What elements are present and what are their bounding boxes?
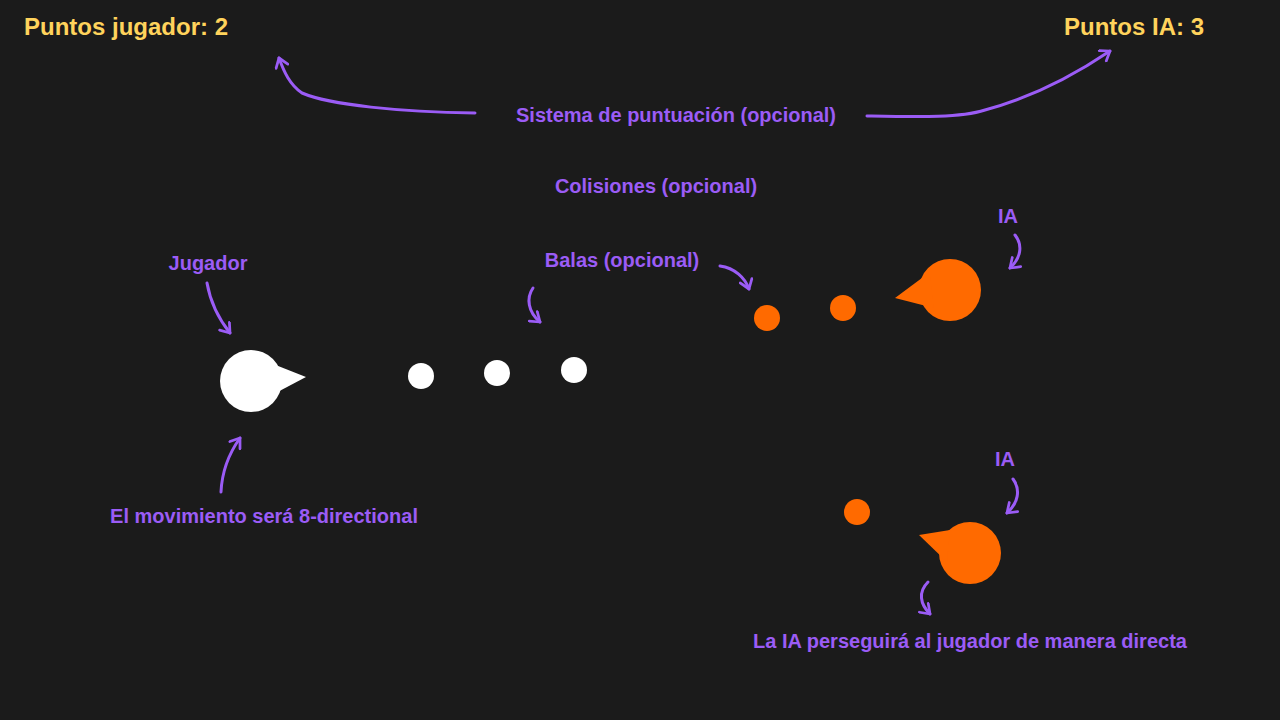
player-bullet xyxy=(561,357,587,383)
annotation: Jugador xyxy=(169,251,248,275)
leader-line xyxy=(221,438,240,492)
score-text: Puntos jugador: 2 xyxy=(24,13,228,42)
player-bullet xyxy=(484,360,510,386)
ai-pointer xyxy=(895,272,934,308)
ai-bullet xyxy=(844,499,870,525)
ai-pointer xyxy=(919,530,950,562)
score-text: Puntos IA: 3 xyxy=(1064,13,1204,42)
leader-line xyxy=(867,51,1110,117)
annotation: Colisiones (opcional) xyxy=(555,174,757,198)
leader-line xyxy=(279,58,475,113)
leader-line xyxy=(720,266,749,289)
player-pointer xyxy=(268,362,306,396)
annotation: Sistema de puntuación (opcional) xyxy=(516,103,836,127)
ai-bullet xyxy=(754,305,780,331)
leader-line xyxy=(1007,479,1018,513)
annotation: La IA perseguirá al jugador de manera di… xyxy=(753,629,1187,653)
annotation: IA xyxy=(995,447,1015,471)
player-bullet xyxy=(408,363,434,389)
annotation: IA xyxy=(998,204,1018,228)
leader-line xyxy=(529,288,540,322)
leader-line xyxy=(207,283,230,333)
annotation: Balas (opcional) xyxy=(545,248,699,272)
leader-line xyxy=(1010,235,1020,268)
leader-line xyxy=(921,582,930,614)
annotation: El movimiento será 8-directional xyxy=(110,504,418,528)
ai-bullet xyxy=(830,295,856,321)
